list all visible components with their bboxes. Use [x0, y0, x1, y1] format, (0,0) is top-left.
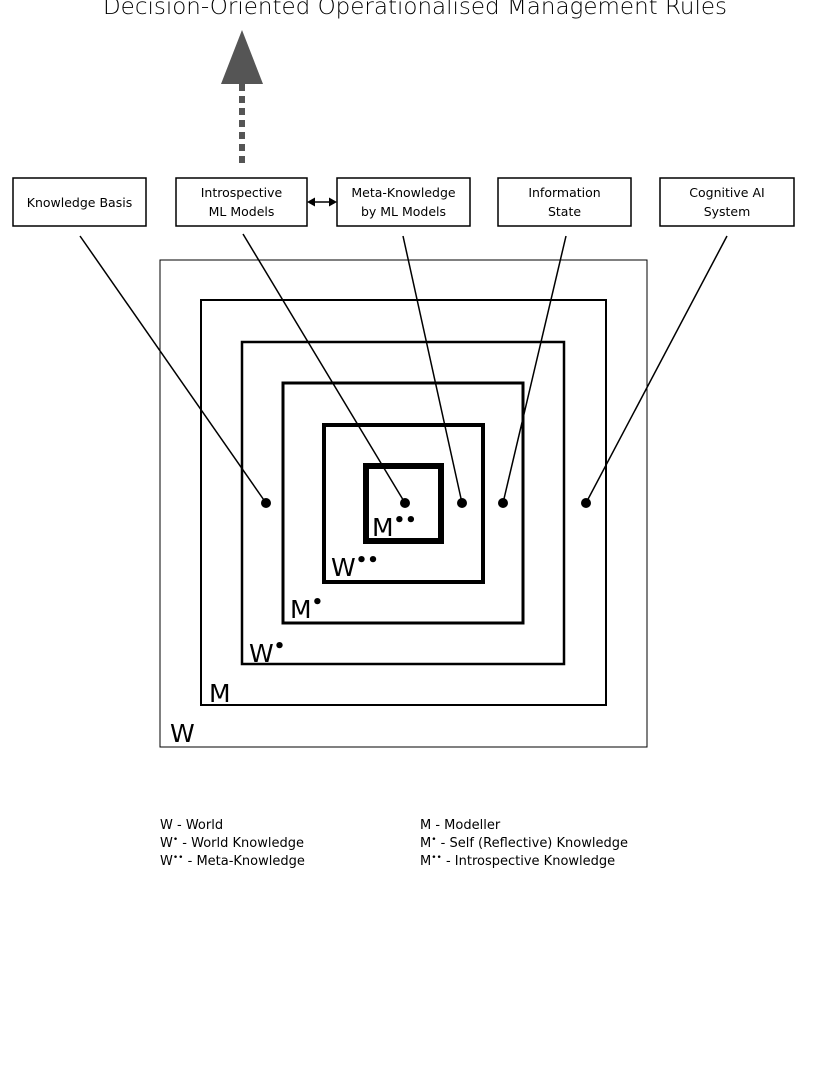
legend: W - World W• - World Knowledge W•• - Met…: [160, 818, 628, 869]
layer-label-w-dotdot: W••: [331, 550, 379, 582]
layer-label-w-dot: W•: [249, 636, 285, 668]
layer-m-dotdot-square: [363, 463, 444, 544]
box-information-state-line2: State: [548, 204, 581, 219]
dot-knowledge-basis: [261, 498, 271, 508]
connector-knowledge-basis: [79, 235, 267, 504]
box-information-state-line1: Information: [528, 185, 600, 200]
layer-w-dotdot-square: [322, 423, 485, 584]
dot-introspective-ml: [400, 498, 410, 508]
legend-right-1: M - Modeller: [420, 818, 501, 833]
legend-left-1: W - World: [160, 818, 223, 833]
layer-label-w: W: [170, 719, 195, 748]
box-cognitive-ai-line2: System: [704, 204, 751, 219]
connector-cognitive-ai: [585, 235, 728, 504]
dot-cognitive-ai: [581, 498, 591, 508]
box-introspective-ml-line1: Introspective: [201, 185, 283, 200]
dot-information-state: [498, 498, 508, 508]
box-meta-knowledge-ml-line1: Meta-Knowledge: [351, 185, 456, 200]
box-cognitive-ai: Cognitive AI System: [659, 177, 795, 227]
diagram-title: Decision-Oriented Operationalised Manage…: [103, 0, 727, 20]
box-knowledge-basis-label: Knowledge Basis: [27, 195, 132, 210]
layer-w-dot-square: [240, 340, 566, 666]
dot-meta-knowledge-ml: [457, 498, 467, 508]
double-headed-arrow: [307, 197, 337, 207]
layer-label-m: M: [209, 679, 231, 708]
layer-w-square: [159, 259, 648, 748]
connector-information-state: [502, 235, 567, 504]
upward-dashed-arrow: [221, 30, 263, 163]
box-information-state: Information State: [497, 177, 632, 227]
box-meta-knowledge-ml: Meta-Knowledge by ML Models: [336, 177, 471, 227]
layer-label-m-dot: M•: [290, 592, 323, 624]
layer-m-dot-square: [281, 381, 525, 625]
legend-left-2: W• - World Knowledge: [160, 835, 304, 851]
layer-m-square: [200, 299, 607, 706]
legend-left-3: W•• - Meta-Knowledge: [160, 853, 305, 869]
box-introspective-ml-line2: ML Models: [209, 204, 275, 219]
connector-introspective-ml: [242, 233, 406, 504]
legend-right-3: M•• - Introspective Knowledge: [420, 853, 615, 869]
box-introspective-ml: Introspective ML Models: [175, 177, 308, 227]
box-meta-knowledge-ml-line2: by ML Models: [361, 204, 446, 219]
connector-meta-knowledge-ml: [402, 235, 463, 504]
layer-label-m-dotdot: M••: [372, 510, 417, 542]
box-knowledge-basis: Knowledge Basis: [12, 177, 147, 227]
box-cognitive-ai-line1: Cognitive AI: [689, 185, 764, 200]
legend-right-2: M• - Self (Reflective) Knowledge: [420, 835, 628, 851]
